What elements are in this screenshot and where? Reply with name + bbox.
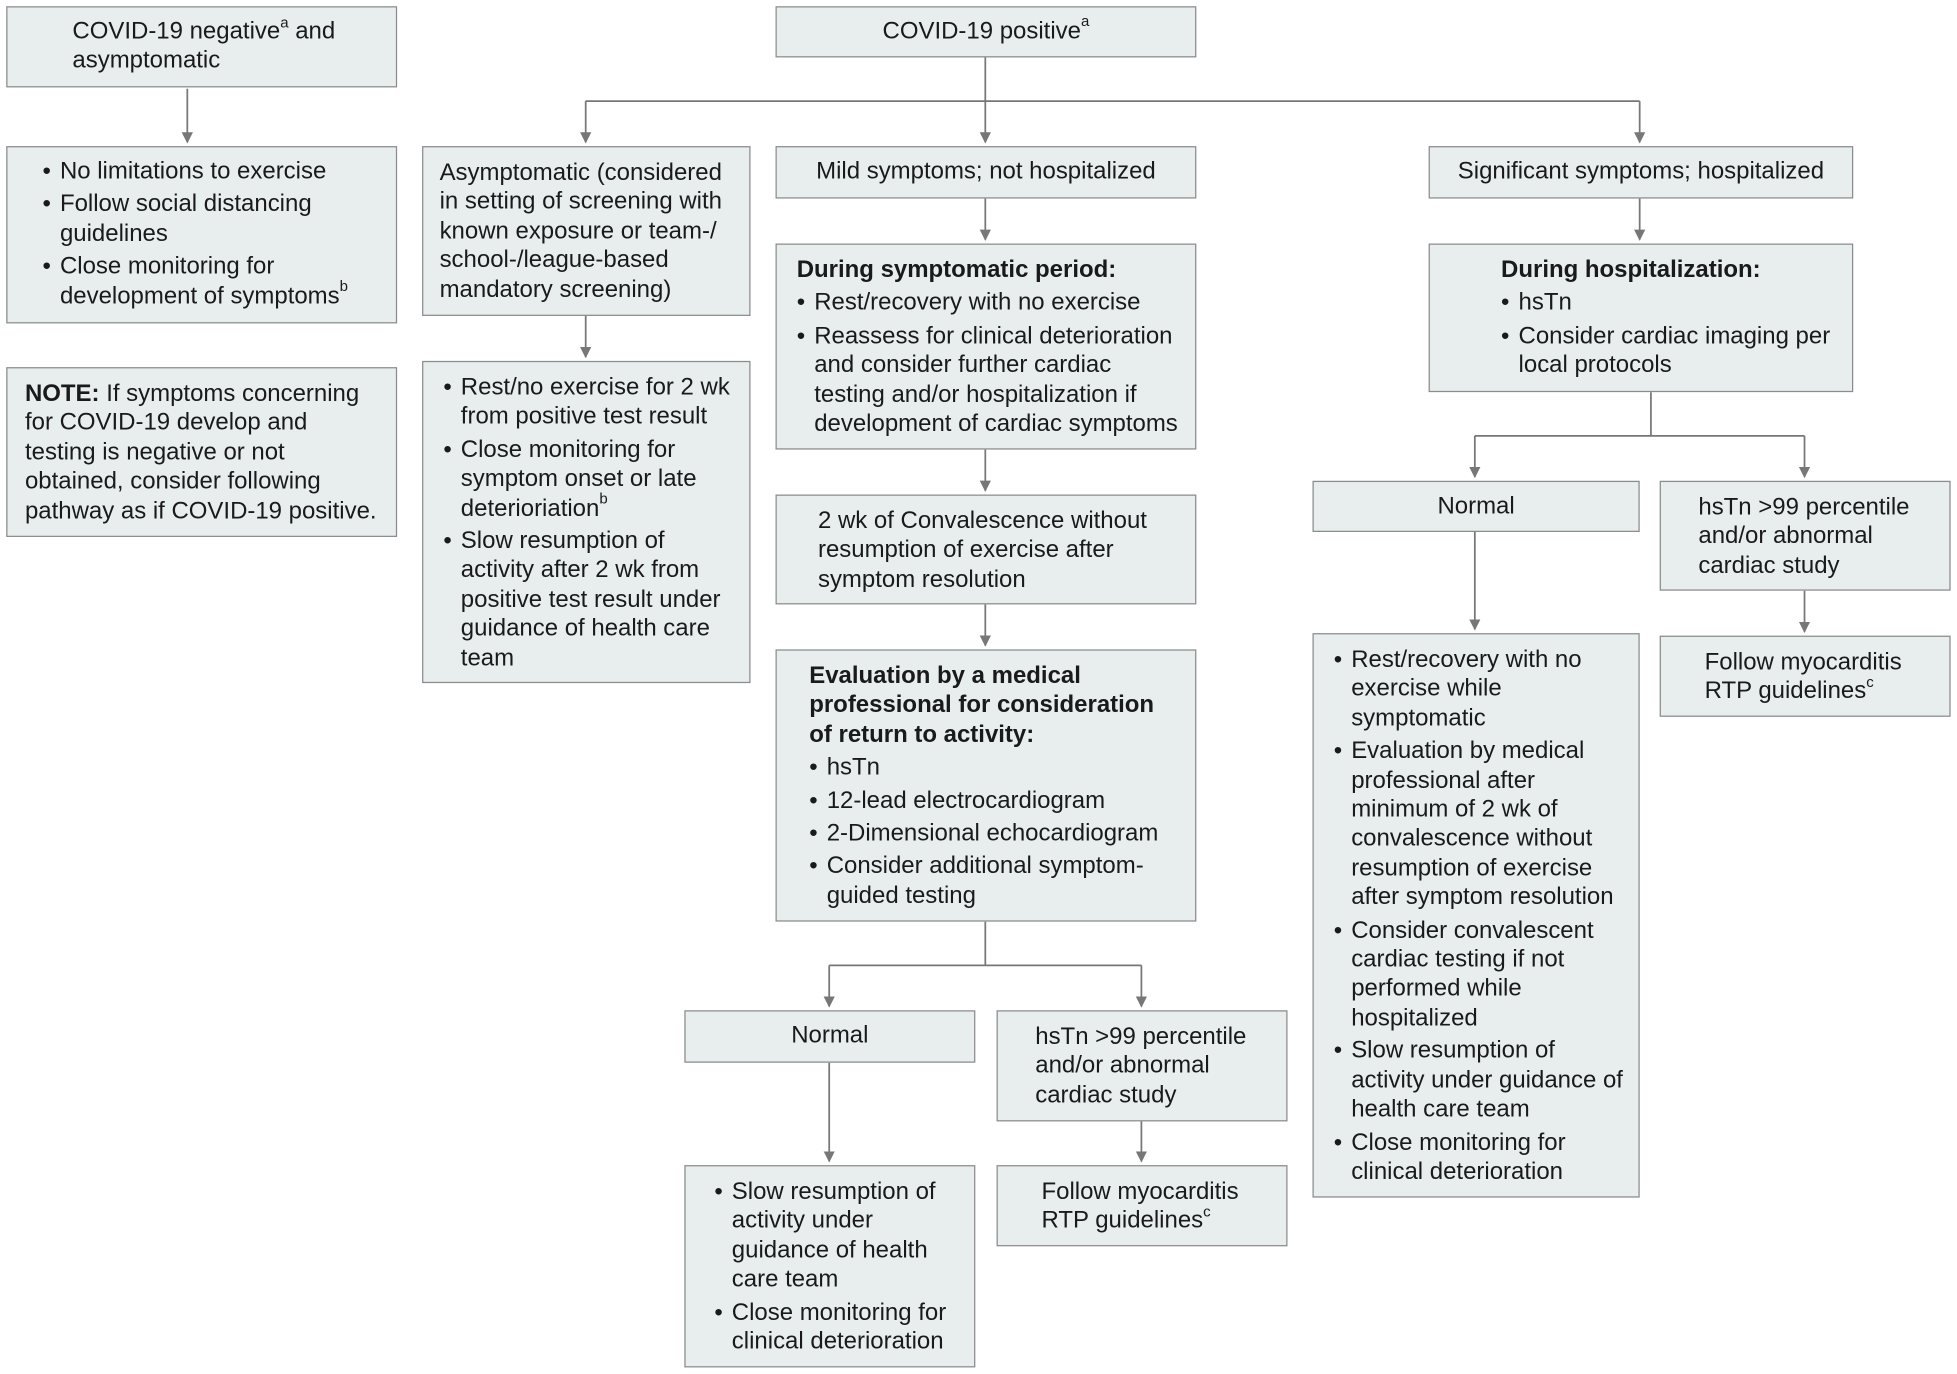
sig-normal-guidance-box: Rest/recovery with no exercise while sym… [1312,633,1640,1198]
list-item: Slow resumption of activity under guidan… [714,1178,964,1295]
sig-follow-box: Follow myocarditis RTP guidelinesc [1659,635,1951,717]
mild-follow-label: Follow myocarditis RTP guidelinesc [1041,1178,1239,1235]
mild-normal-guidance-list: Slow resumption of activity under guidan… [714,1178,964,1357]
sig-normal-box: Normal [1312,480,1640,532]
covid-negative-box: COVID-19 negativea and asymptomatic [6,6,398,88]
hospitalization-list: hsTnConsider cardiac imaging per local p… [1501,289,1839,380]
list-item: hsTn [809,753,1182,783]
sig-normal-label: Normal [1437,493,1515,520]
list-item: Rest/no exercise for 2 wk from positive … [443,373,739,431]
evaluation-box: Evaluation by a medical professional for… [775,649,1197,922]
sig-follow-label: Follow myocarditis RTP guidelinesc [1704,649,1902,705]
list-item: hsTn [1501,289,1839,319]
list-item: 2-Dimensional echocardiogram [809,819,1182,849]
significant-symptoms-title: Significant symptoms; hospitalized [1457,158,1825,186]
significant-symptoms-box: Significant symptoms; hospitalized [1428,146,1854,199]
mild-normal-box: Normal [684,1010,976,1063]
list-item: No limitations to exercise [42,157,383,187]
convalescence-box: 2 wk of Convalescence without resumption… [775,494,1197,605]
covid-negative-title: COVID-19 negativea and asymptomatic [72,13,336,75]
list-item: Slow resumption of activity under guidan… [1334,1037,1629,1125]
list-item: Consider cardiac imaging per local proto… [1501,322,1839,380]
mild-symptoms-title: Mild symptoms; not hospitalized [816,158,1156,186]
note-text: NOTE: If symptoms concerning for COVID-1… [24,380,377,525]
list-item: Consider additional symptom-guided testi… [809,852,1182,910]
convalescence-text: 2 wk of Convalescence without resumption… [817,508,1147,593]
list-item: Consider convalescent cardiac testing if… [1334,916,1629,1033]
mild-normal-guidance-box: Slow resumption of activity under guidan… [684,1165,976,1368]
asymptomatic-guidance-box: Rest/no exercise for 2 wk from positive … [422,360,751,684]
sig-abnormal-label: hsTn >99 percentile and/or abnormal card… [1698,494,1910,580]
note-box: NOTE: If symptoms concerning for COVID-1… [6,367,398,537]
mild-abnormal-label: hsTn >99 percentile and/or abnormal card… [1035,1024,1247,1109]
list-item: Rest/recovery with no exercise while sym… [1334,646,1629,734]
sig-normal-guidance-list: Rest/recovery with no exercise while sym… [1334,646,1629,1187]
list-item: Evaluation by medical professional after… [1334,737,1629,912]
mild-abnormal-box: hsTn >99 percentile and/or abnormal card… [996,1010,1288,1122]
negative-guidance-box: No limitations to exerciseFollow social … [6,146,398,324]
negative-guidance-list: No limitations to exerciseFollow social … [42,157,383,311]
symptomatic-period-heading: During symptomatic period: [796,257,1117,284]
mild-normal-label: Normal [791,1023,869,1050]
list-item: Close monitoring for symptom onset or la… [443,436,739,524]
evaluation-heading: Evaluation by a medical professional for… [809,663,1155,748]
mild-follow-box: Follow myocarditis RTP guidelinesc [996,1165,1288,1247]
evaluation-list: hsTn12-lead electrocardiogram2-Dimension… [809,753,1182,910]
hospitalization-heading: During hospitalization: [1501,257,1761,284]
covid-positive-title: COVID-19 positivea [882,12,1090,45]
list-item: Reassess for clinical deterioration and … [797,322,1183,439]
hospitalization-box: During hospitalization: hsTnConsider car… [1428,243,1854,393]
list-item: Close monitoring for clinical deteriorat… [1334,1128,1629,1186]
symptomatic-period-list: Rest/recovery with no exerciseReassess f… [797,289,1183,439]
covid-positive-box: COVID-19 positivea [775,6,1197,58]
list-item: Close monitoring for development of symp… [42,253,383,311]
list-item: Close monitoring for clinical deteriorat… [714,1298,964,1356]
symptomatic-period-box: During symptomatic period: Rest/recovery… [775,243,1197,450]
asymptomatic-box: Asymptomatic (considered in setting of s… [422,146,751,316]
list-item: Follow social distancing guidelines [42,190,383,248]
asymptomatic-guidance-list: Rest/no exercise for 2 wk from positive … [443,373,739,673]
list-item: Slow resumption of activity after 2 wk f… [443,527,739,673]
list-item: 12-lead electrocardiogram [809,786,1182,816]
list-item: Rest/recovery with no exercise [797,289,1183,319]
asymptomatic-title: Asymptomatic (considered in setting of s… [439,159,722,303]
sig-abnormal-box: hsTn >99 percentile and/or abnormal card… [1659,480,1951,591]
mild-symptoms-box: Mild symptoms; not hospitalized [775,146,1197,199]
